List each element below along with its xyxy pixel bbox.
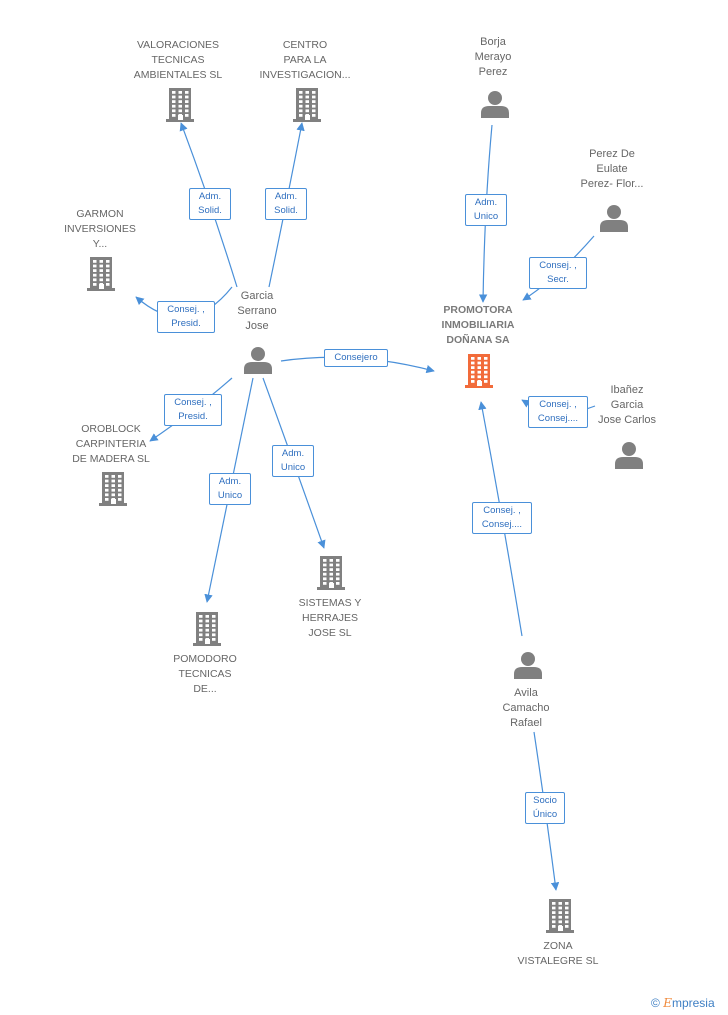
node-label-borja[interactable]: Borja Merayo Perez [474, 36, 512, 78]
edge-label-avila-to-zona[interactable]: Socio Único [525, 792, 565, 824]
person-icon[interactable] [514, 652, 542, 679]
node-label-sistemas[interactable]: SISTEMAS Y HERRAJES JOSE SL [298, 597, 362, 639]
person-icon[interactable] [244, 347, 272, 374]
brand-logo: © Empresia [651, 996, 715, 1010]
node-label-perez-de-eulate[interactable]: Perez De Eulate Perez- Flor... [580, 148, 644, 190]
node-label-zona[interactable]: ZONA VISTALEGRE SL [517, 940, 599, 967]
building-icon[interactable] [99, 472, 127, 506]
edge-label-garcia-to-pomodoro[interactable]: Adm. Unico [209, 473, 251, 505]
edge-label-garcia-to-sistemas[interactable]: Adm. Unico [272, 445, 314, 477]
edge-label-garcia-to-garmon[interactable]: Consej. , Presid. [157, 301, 215, 333]
node-label-ibanez[interactable]: Ibañez Garcia Jose Carlos [597, 384, 657, 426]
building-icon[interactable] [87, 257, 115, 291]
person-icon[interactable] [481, 91, 509, 118]
node-label-oroblock[interactable]: OROBLOCK CARPINTERIA DE MADERA SL [72, 423, 150, 465]
building-icon[interactable] [465, 354, 493, 388]
node-label-garcia[interactable]: Garcia Serrano Jose [237, 290, 277, 332]
edge-label-garcia-to-valoraciones[interactable]: Adm. Solid. [189, 188, 231, 220]
building-icon[interactable] [166, 88, 194, 122]
building-icon[interactable] [317, 556, 345, 590]
node-label-promotora[interactable]: PROMOTORA INMOBILIARIA DOÑANA SA [441, 304, 515, 346]
edge-label-borja-to-promotora[interactable]: Adm. Unico [465, 194, 507, 226]
node-label-avila[interactable]: Avila Camacho Rafael [502, 687, 550, 729]
node-label-garmon[interactable]: GARMON INVERSIONES Y... [64, 208, 136, 250]
node-label-pomodoro[interactable]: POMODORO TECNICAS DE... [173, 653, 237, 695]
person-icon[interactable] [615, 442, 643, 469]
building-icon[interactable] [546, 899, 574, 933]
brand-initial: E [663, 996, 672, 1010]
person-icon[interactable] [600, 205, 628, 232]
node-label-centro[interactable]: CENTRO PARA LA INVESTIGACION... [259, 39, 351, 81]
edge-label-avila-to-promotora[interactable]: Consej. , Consej.... [472, 502, 532, 534]
copyright-icon: © [651, 996, 660, 1010]
edge-label-garcia-to-centro[interactable]: Adm. Solid. [265, 188, 307, 220]
edge-label-ibanez-to-promotora[interactable]: Consej. , Consej.... [528, 396, 588, 428]
edge-label-garcia-to-oroblock[interactable]: Consej. , Presid. [164, 394, 222, 426]
node-label-valoraciones[interactable]: VALORACIONES TECNICAS AMBIENTALES SL [133, 39, 223, 81]
brand-name: mpresia [671, 996, 715, 1010]
edge-label-perez_de_eulate-to-promotora[interactable]: Consej. , Secr. [529, 257, 587, 289]
edge-label-garcia-to-promotora[interactable]: Consejero [324, 349, 388, 367]
building-icon[interactable] [293, 88, 321, 122]
building-icon[interactable] [193, 612, 221, 646]
